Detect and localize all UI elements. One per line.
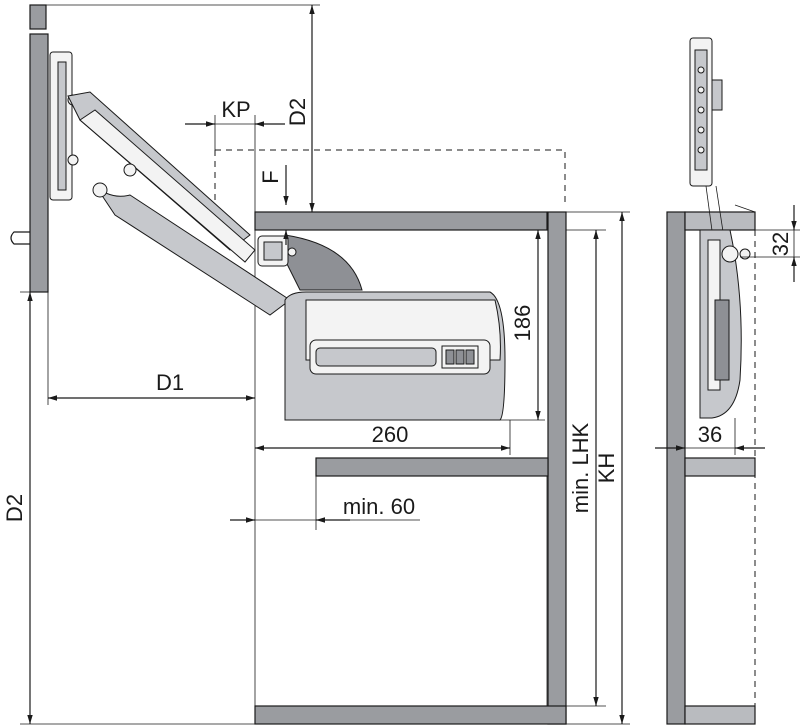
dim-f: F [258, 165, 289, 245]
dim-d2-top: D2 [46, 4, 320, 213]
label-kh: KH [594, 453, 619, 484]
dim-260: 260 [255, 420, 511, 455]
cabinet-front [254, 211, 567, 725]
dim-d2-left: D2 [2, 291, 255, 725]
dim-min-lhk: min. LHK [566, 229, 606, 707]
door-sweep-outline [214, 149, 566, 205]
label-d1: D1 [156, 370, 184, 395]
label-f: F [258, 170, 283, 183]
lift-mechanism [49, 51, 506, 421]
label-36: 36 [698, 422, 722, 447]
door-panel [10, 4, 49, 293]
cabinet-side [666, 204, 756, 725]
label-32: 32 [768, 232, 793, 256]
dim-kh: KH [566, 211, 630, 725]
dim-d1: D1 [47, 292, 255, 405]
label-d2-top: D2 [285, 98, 310, 126]
dim-32: 32 [740, 205, 800, 282]
label-min-60: min. 60 [343, 494, 415, 519]
side-mechanism [689, 37, 751, 419]
dim-36: 36 [655, 418, 765, 455]
label-kp: KP [221, 97, 250, 122]
label-260: 260 [372, 422, 409, 447]
label-d2-left: D2 [2, 494, 27, 522]
dim-186: 186 [500, 229, 545, 421]
dim-min-60: min. 60 [230, 476, 420, 530]
label-min-lhk: min. LHK [568, 422, 593, 513]
label-186: 186 [510, 305, 535, 342]
dim-kp: KP [185, 97, 285, 212]
